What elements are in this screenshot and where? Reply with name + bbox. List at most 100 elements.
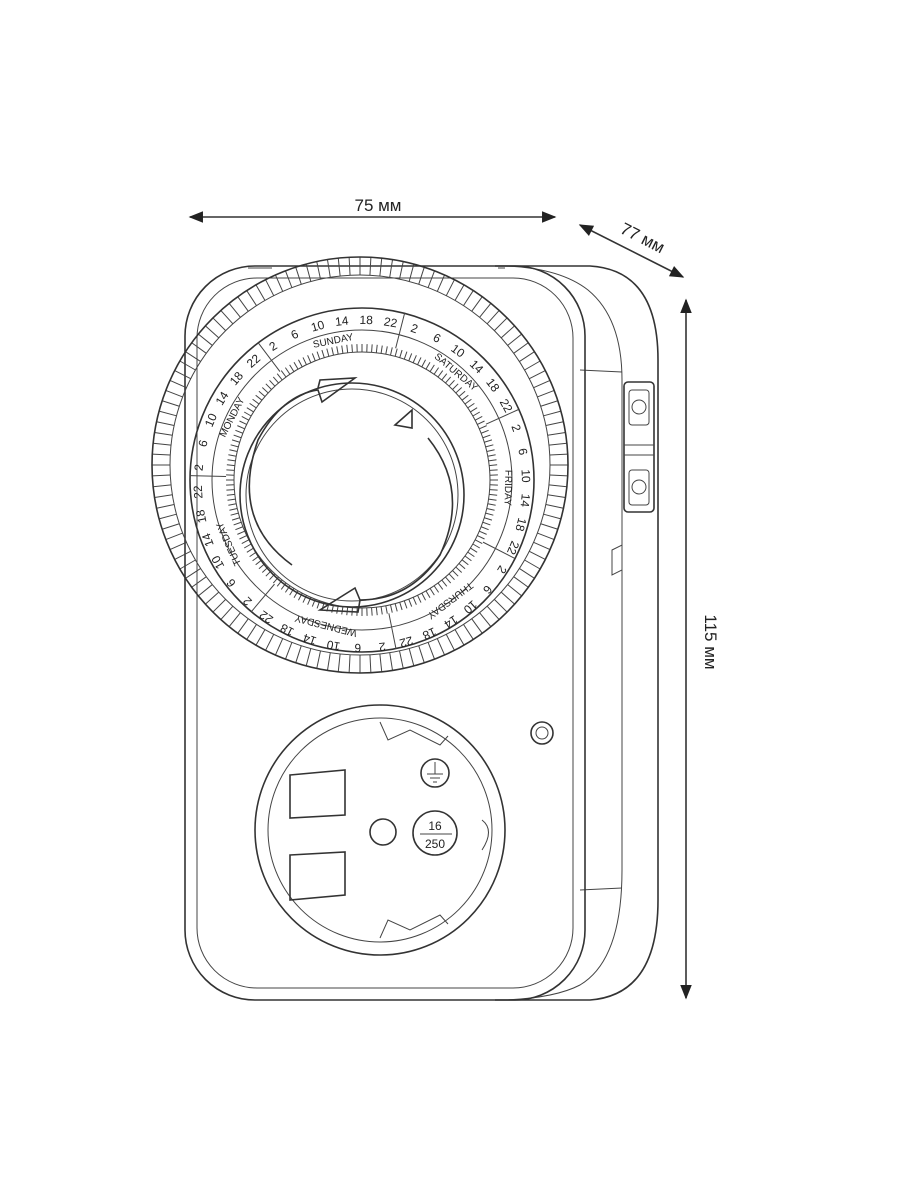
gear-tooth — [389, 652, 394, 671]
gear-tooth — [369, 257, 372, 276]
gear-tooth — [284, 642, 293, 660]
dial-tick — [293, 361, 299, 370]
dial-tick — [482, 434, 491, 439]
gear-tooth — [152, 453, 171, 456]
dial-tick — [228, 454, 237, 457]
dial-tick — [452, 383, 459, 390]
depth-dimension: 77 мм — [578, 219, 685, 278]
depth-dimension-label: 77 мм — [617, 219, 668, 257]
height-dimension: 115 мм — [680, 298, 720, 1000]
gear-tooth — [493, 598, 508, 613]
gear-tooth — [479, 303, 492, 318]
dial-day-label: WEDNESDAY — [293, 612, 358, 639]
gear-tooth — [479, 612, 492, 627]
dial-tick — [489, 489, 498, 491]
dial-tick — [239, 420, 247, 425]
gear-tooth — [524, 360, 541, 371]
gear-tooth — [205, 325, 220, 339]
dial-tick — [408, 353, 413, 362]
dial-tick — [486, 449, 495, 453]
dial-tick — [341, 345, 344, 354]
dial-tick — [479, 530, 487, 535]
width-dimension-label: 75 мм — [354, 196, 401, 215]
dial-day-labels: SUNDAYMONDAYTUESDAYWEDNESDAYTHURSDAYFRID… — [215, 332, 514, 638]
dial-hour-label: 2 — [378, 639, 387, 654]
dial-hour-label: 2 — [508, 422, 524, 433]
rating-voltage: 250 — [425, 837, 445, 851]
dial-tick — [455, 566, 463, 573]
gear-tooth — [198, 333, 213, 346]
gear-tooth — [500, 591, 515, 605]
gear-tooth — [165, 389, 183, 398]
gear-tooth — [212, 598, 227, 613]
dial-tick — [336, 605, 339, 614]
dial-tick — [269, 379, 276, 387]
earth-clip-bottom — [379, 914, 449, 939]
dial-tick — [461, 394, 469, 401]
dial-tick — [235, 429, 244, 434]
gear-tooth — [237, 296, 249, 312]
dial-tick — [239, 535, 247, 540]
gear-tooth — [174, 550, 191, 560]
gear-tooth — [547, 494, 566, 499]
dial-tick — [385, 605, 388, 614]
gear-tooth — [153, 484, 172, 488]
dial-gear-ring — [152, 257, 568, 673]
gear-tooth — [533, 379, 551, 389]
gear-tooth — [427, 642, 436, 660]
gear-tooth — [220, 310, 234, 325]
dial-hour-label: 22 — [256, 607, 275, 626]
dial-hour-label: 18 — [193, 508, 209, 524]
gear-tooth — [348, 257, 351, 276]
gear-tooth — [436, 638, 446, 656]
gear-tooth — [265, 634, 275, 651]
gear-tooth — [154, 431, 173, 436]
dial-hour-label: 6 — [223, 576, 238, 590]
dial-tick — [265, 383, 272, 390]
dial-tick — [399, 349, 403, 358]
dial-tick — [389, 604, 393, 613]
gear-tooth — [274, 638, 284, 656]
dial-tick — [467, 551, 475, 558]
pin-hole-left-top — [289, 769, 346, 819]
day-separator — [485, 408, 520, 425]
side-switch[interactable] — [623, 381, 655, 513]
gear-tooth — [228, 303, 241, 318]
dial-hour-label: 14 — [467, 357, 487, 377]
dial-tick — [241, 539, 250, 544]
dial-hour-label: 14 — [213, 389, 232, 408]
dial-tick — [229, 449, 238, 453]
dial-tick — [298, 359, 303, 368]
dial-tick — [461, 559, 469, 566]
dial-hour-label: 2 — [494, 563, 510, 576]
front-face-inner — [196, 277, 574, 989]
dial-hour-label: 2 — [409, 321, 420, 337]
pin-hole-left-bottom — [289, 851, 346, 901]
dial-tick — [302, 357, 307, 365]
dial-tick — [336, 346, 339, 355]
gear-tooth — [454, 284, 465, 301]
gear-tooth — [255, 629, 266, 646]
dial-tick — [477, 535, 485, 540]
gear-tooth — [191, 342, 207, 354]
dial-tick — [485, 512, 494, 516]
dial-tick — [484, 439, 493, 443]
gear-tooth — [524, 559, 541, 570]
dial-tick — [448, 379, 455, 387]
gear-tooth — [529, 370, 546, 380]
gear-tooth — [519, 351, 535, 362]
gear-tooth — [418, 645, 425, 663]
dial-tick — [487, 454, 496, 457]
gear-tooth — [549, 474, 568, 477]
gear-tooth — [246, 290, 257, 306]
dial-pointer-icon — [393, 408, 413, 429]
rating-badge: 16 250 — [412, 810, 458, 856]
dial-hour-label: 10 — [448, 341, 467, 360]
dial-tick — [403, 600, 408, 609]
dial-tick — [255, 394, 263, 401]
dial-tick — [375, 607, 378, 616]
gear-tooth — [436, 274, 446, 292]
gear-tooth — [533, 541, 551, 551]
